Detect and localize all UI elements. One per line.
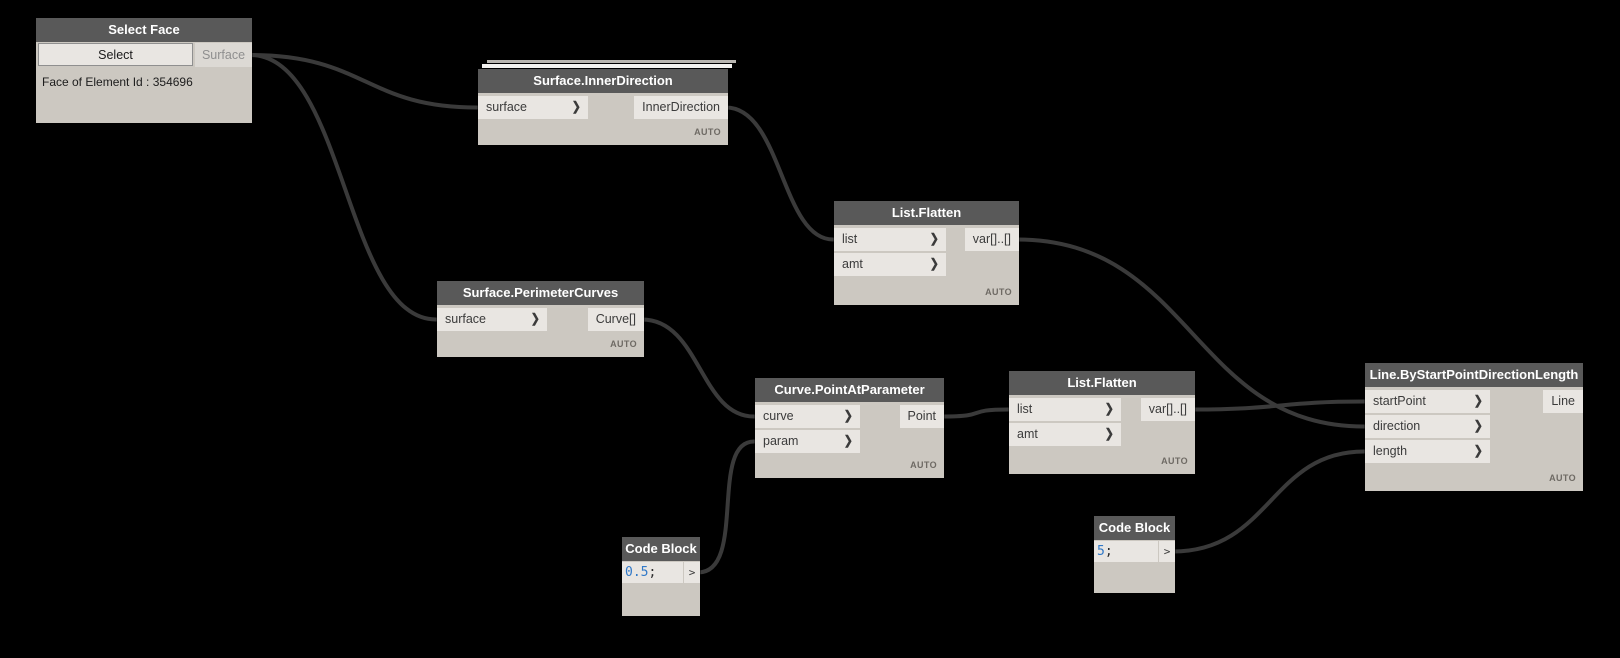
- lacing-badge[interactable]: AUTO: [610, 339, 637, 349]
- output-port[interactable]: >: [1159, 541, 1175, 562]
- port-label: direction: [1373, 419, 1421, 433]
- lacing-badge[interactable]: AUTO: [1161, 456, 1188, 466]
- input-port-list[interactable]: list ❯: [834, 228, 946, 251]
- input-port-direction[interactable]: direction ❯: [1365, 415, 1490, 438]
- chevron-right-icon: ❯: [1473, 419, 1483, 433]
- chevron-right-icon: ❯: [929, 232, 939, 246]
- node-title[interactable]: Select Face: [36, 18, 252, 42]
- wire[interactable]: [1171, 449, 1366, 554]
- code-value: 0.5: [625, 565, 649, 580]
- node-title[interactable]: Code Block: [622, 537, 700, 561]
- wire[interactable]: [640, 317, 756, 419]
- node-title[interactable]: Line.ByStartPointDirectionLength: [1365, 363, 1583, 387]
- stacked-card-decoration: [487, 60, 736, 63]
- output-port-innerdirection[interactable]: InnerDirection: [634, 96, 728, 119]
- node-surface-perimetercurves[interactable]: Surface.PerimeterCurves surface ❯ Curve[…: [437, 281, 644, 357]
- node-select-face[interactable]: Select Face Select Surface Face of Eleme…: [36, 18, 252, 123]
- node-title[interactable]: Surface.InnerDirection: [478, 69, 728, 93]
- input-port-startpoint[interactable]: startPoint ❯: [1365, 390, 1490, 413]
- chevron-right-icon: ❯: [1473, 394, 1483, 408]
- node-code-block-1[interactable]: Code Block 0.5; >: [622, 537, 700, 616]
- wire[interactable]: [248, 53, 438, 322]
- input-port-curve[interactable]: curve ❯: [755, 405, 860, 428]
- input-port-length[interactable]: length ❯: [1365, 440, 1490, 463]
- output-port-line[interactable]: Line: [1543, 390, 1583, 413]
- output-port-point[interactable]: Point: [899, 405, 944, 428]
- wire[interactable]: [1015, 237, 1366, 429]
- node-curve-pointatparameter[interactable]: Curve.PointAtParameter curve ❯ param ❯ P…: [755, 378, 944, 478]
- port-label: surface: [445, 312, 486, 326]
- wire[interactable]: [1191, 399, 1366, 412]
- input-port-amt[interactable]: amt ❯: [1009, 423, 1121, 446]
- port-label: amt: [842, 257, 863, 271]
- stacked-card-decoration: [482, 64, 732, 68]
- node-surface-innerdirection[interactable]: Surface.InnerDirection surface ❯ InnerDi…: [478, 60, 736, 145]
- chevron-right-icon: ❯: [843, 434, 853, 448]
- code-input[interactable]: 5;: [1094, 541, 1158, 562]
- chevron-right-icon: ❯: [929, 257, 939, 271]
- wire[interactable]: [724, 105, 835, 242]
- wire[interactable]: [940, 407, 1010, 419]
- chevron-right-icon: ❯: [530, 312, 540, 326]
- chevron-right-icon: ❯: [843, 409, 853, 423]
- port-label: startPoint: [1373, 394, 1426, 408]
- output-port-surface[interactable]: Surface: [195, 43, 252, 67]
- lacing-badge[interactable]: AUTO: [910, 460, 937, 470]
- chevron-right-icon: ❯: [1104, 427, 1114, 441]
- lacing-badge[interactable]: AUTO: [1549, 473, 1576, 483]
- input-port-surface[interactable]: surface ❯: [437, 308, 547, 331]
- code-input[interactable]: 0.5;: [622, 562, 683, 583]
- chevron-right-icon: ❯: [571, 100, 581, 114]
- lacing-badge[interactable]: AUTO: [694, 127, 721, 137]
- lacing-badge[interactable]: AUTO: [985, 287, 1012, 297]
- port-label: list: [1017, 402, 1033, 416]
- node-title[interactable]: Surface.PerimeterCurves: [437, 281, 644, 305]
- chevron-right-icon: ❯: [1473, 444, 1483, 458]
- node-title[interactable]: Code Block: [1094, 516, 1175, 540]
- chevron-right-icon: ❯: [1104, 402, 1114, 416]
- selection-status: Face of Element Id : 354696: [42, 75, 193, 89]
- output-port-curve[interactable]: Curve[]: [587, 308, 644, 331]
- node-title[interactable]: List.Flatten: [1009, 371, 1195, 395]
- code-terminator: ;: [648, 565, 657, 580]
- node-title[interactable]: List.Flatten: [834, 201, 1019, 225]
- input-port-list[interactable]: list ❯: [1009, 398, 1121, 421]
- input-port-amt[interactable]: amt ❯: [834, 253, 946, 276]
- input-port-param[interactable]: param ❯: [755, 430, 860, 453]
- node-code-block-2[interactable]: Code Block 5; >: [1094, 516, 1175, 593]
- port-label: curve: [763, 409, 794, 423]
- node-title[interactable]: Curve.PointAtParameter: [755, 378, 944, 402]
- code-value: 5: [1097, 544, 1105, 559]
- code-terminator: ;: [1104, 544, 1113, 559]
- output-port-var[interactable]: var[]..[]: [964, 228, 1019, 251]
- input-port-surface[interactable]: surface ❯: [478, 96, 588, 119]
- wire[interactable]: [248, 53, 479, 110]
- node-list-flatten-2[interactable]: List.Flatten list ❯ amt ❯ var[]..[] AUTO: [1009, 371, 1195, 474]
- port-label: param: [763, 434, 799, 448]
- wire[interactable]: [696, 439, 756, 575]
- port-label: surface: [486, 100, 527, 114]
- node-list-flatten-1[interactable]: List.Flatten list ❯ amt ❯ var[]..[] AUTO: [834, 201, 1019, 305]
- port-label: length: [1373, 444, 1408, 458]
- port-label: amt: [1017, 427, 1038, 441]
- output-port[interactable]: >: [684, 562, 700, 583]
- output-port-var[interactable]: var[]..[]: [1140, 398, 1195, 421]
- node-line-bystartpointdirectionlength[interactable]: Line.ByStartPointDirectionLength startPo…: [1365, 363, 1583, 491]
- select-button[interactable]: Select: [38, 43, 193, 66]
- port-label: list: [842, 232, 858, 246]
